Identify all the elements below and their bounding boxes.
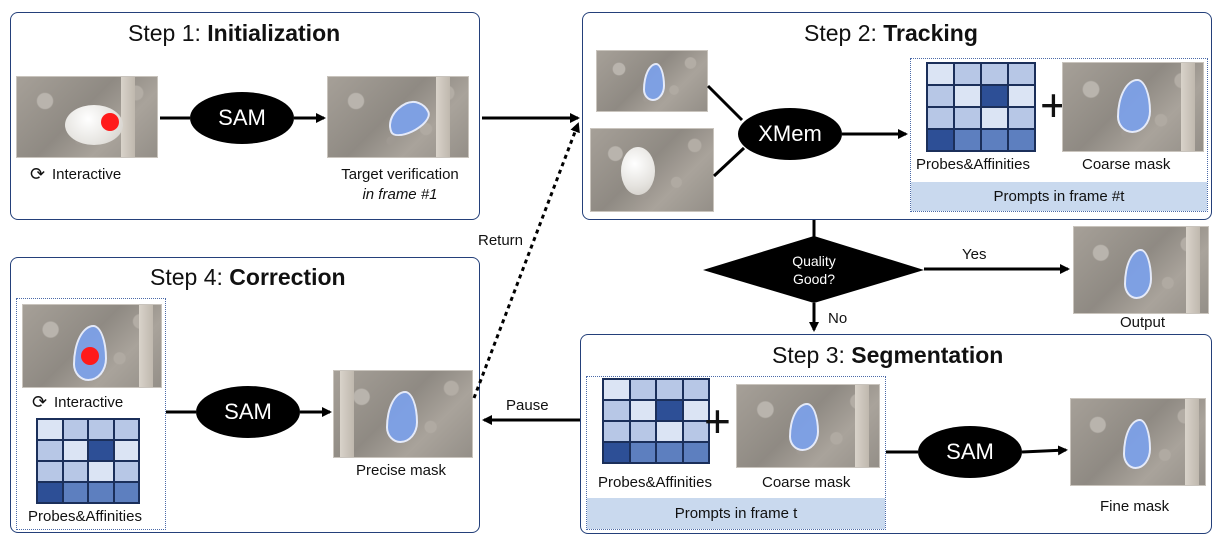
matrix-cell [1008,63,1035,85]
matrix-cell [37,419,63,440]
step4-precise-mask [333,370,473,458]
step1-interactive-label: Interactive [52,166,122,183]
step2-prompts-bar: Prompts in frame #t [911,182,1207,211]
click-point-icon [101,113,119,131]
step4-input-frame [22,304,162,388]
no-label: No [828,310,848,327]
click-point-icon [81,347,99,365]
matrix-cell [629,400,656,421]
matrix-cell [113,419,139,440]
matrix-cell [981,85,1008,107]
yes-label: Yes [962,246,987,263]
matrix-cell [113,482,139,503]
arrow-frame-a-to-xmem [706,84,744,122]
arrow-sam3-to-fine [1021,445,1068,456]
matrix-cell [927,129,954,151]
matrix-cell [1008,129,1035,151]
output-label: Output [1120,314,1166,331]
matrix-cell [113,440,139,461]
matrix-cell [1008,107,1035,129]
matrix-cell [954,129,981,151]
xmem-node: XMem [738,108,842,160]
matrix-cell [603,379,630,400]
arrow-frame-b-to-xmem [712,146,746,178]
matrix-cell [981,107,1008,129]
step2-frame-b [590,128,714,212]
matrix-cell [113,461,139,482]
matrix-cell [927,85,954,107]
matrix-cell [37,440,63,461]
matrix-cell [656,421,683,442]
matrix-cell [682,421,709,442]
step2-matrix [926,62,1036,152]
step4-sam-node: SAM [196,386,300,438]
step2-frame-a [596,50,708,112]
step4-probes-label: Probes&Affinities [28,508,142,525]
step3-coarse-mask [736,384,880,468]
matrix-cell [1008,85,1035,107]
matrix-cell [62,440,88,461]
precise-mask-label: Precise mask [356,462,447,479]
step2-coarse-label: Coarse mask [1082,156,1171,173]
matrix-cell [629,442,656,463]
matrix-cell [88,482,114,503]
refresh-icon: ⟳ [30,164,46,184]
step3-prompts-bar: Prompts in frame t [587,498,885,529]
matrix-cell [954,63,981,85]
matrix-cell [37,482,63,503]
plus-icon: + [704,395,731,447]
matrix-cell [62,461,88,482]
matrix-cell [682,442,709,463]
matrix-cell [603,400,630,421]
step3-title: Step 3: Segmentation [772,342,1004,368]
step1-sam-node: SAM [190,92,294,144]
matrix-cell [927,107,954,129]
matrix-cell [682,379,709,400]
matrix-cell [88,461,114,482]
matrix-cell [981,129,1008,151]
step2-title: Step 2: Tracking [804,20,978,46]
step1-title: Step 1: Initialization [128,20,341,46]
step2-probes-label: Probes&Affinities [916,156,1030,173]
matrix-cell [954,85,981,107]
output-frame [1073,226,1209,314]
step4-title: Step 4: Correction [150,264,346,290]
matrix-cell [62,482,88,503]
matrix-cell [629,379,656,400]
matrix-cell [682,400,709,421]
matrix-cell [927,63,954,85]
step2-coarse-mask [1062,62,1204,152]
step3-sam-node: SAM [918,426,1022,478]
step3-fine-mask [1070,398,1206,486]
step3-coarse-label: Coarse mask [762,474,851,491]
step4-interactive-label: Interactive [54,394,124,411]
matrix-cell [981,63,1008,85]
step1-input-frame [16,76,158,158]
matrix-cell [88,440,114,461]
matrix-cell [656,379,683,400]
matrix-cell [603,421,630,442]
pause-label: Pause [506,397,549,414]
refresh-icon: ⟳ [32,392,48,412]
matrix-cell [656,442,683,463]
matrix-cell [37,461,63,482]
matrix-cell [656,400,683,421]
matrix-cell [603,442,630,463]
arrow-return [472,122,580,399]
step1-target-frame [327,76,469,158]
return-label: Return [478,232,524,249]
step3-matrix [602,378,710,464]
step4-matrix [36,418,140,504]
matrix-cell [629,421,656,442]
fine-mask-label: Fine mask [1100,498,1170,515]
matrix-cell [88,419,114,440]
matrix-cell [62,419,88,440]
step3-probes-label: Probes&Affinities [598,474,712,491]
matrix-cell [954,107,981,129]
